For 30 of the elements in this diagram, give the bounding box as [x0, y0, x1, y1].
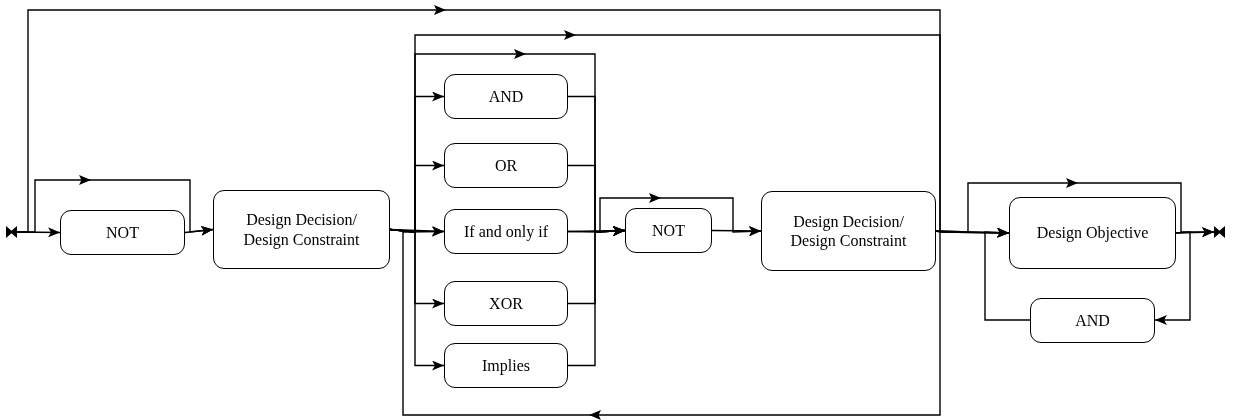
- process-box: [444, 74, 568, 119]
- arrow: [402, 226, 941, 416]
- arrow: [1154, 231, 1191, 325]
- process-box: [213, 190, 390, 269]
- process-box: [625, 208, 712, 253]
- box-label: OR: [493, 155, 519, 176]
- box-label: Implies: [481, 355, 531, 376]
- arrow: [711, 225, 762, 236]
- box-label: If and only if: [463, 221, 549, 242]
- box-label: NOT: [105, 222, 140, 243]
- start-marker: [6, 226, 17, 238]
- arrow: [184, 225, 214, 236]
- process-box: [444, 209, 568, 254]
- box-label: Design Objective: [1035, 223, 1150, 243]
- process-box: [444, 281, 568, 326]
- process-box: [444, 343, 568, 388]
- box-label: Design Decision/ Design Constraint: [242, 210, 361, 249]
- arrow: [567, 226, 626, 367]
- end-marker: [1214, 226, 1225, 238]
- process-box: [60, 210, 185, 255]
- process-box: [1009, 197, 1176, 269]
- arrow: [984, 227, 1031, 321]
- box-label: AND: [487, 86, 525, 107]
- process-box: [444, 143, 568, 188]
- box-label: Design Decision/ Design Constraint: [789, 211, 908, 251]
- box-label: XOR: [488, 293, 524, 314]
- box-label: NOT: [651, 220, 686, 241]
- process-box: [1030, 298, 1155, 343]
- process-box: [761, 191, 936, 271]
- box-label: AND: [1074, 310, 1111, 331]
